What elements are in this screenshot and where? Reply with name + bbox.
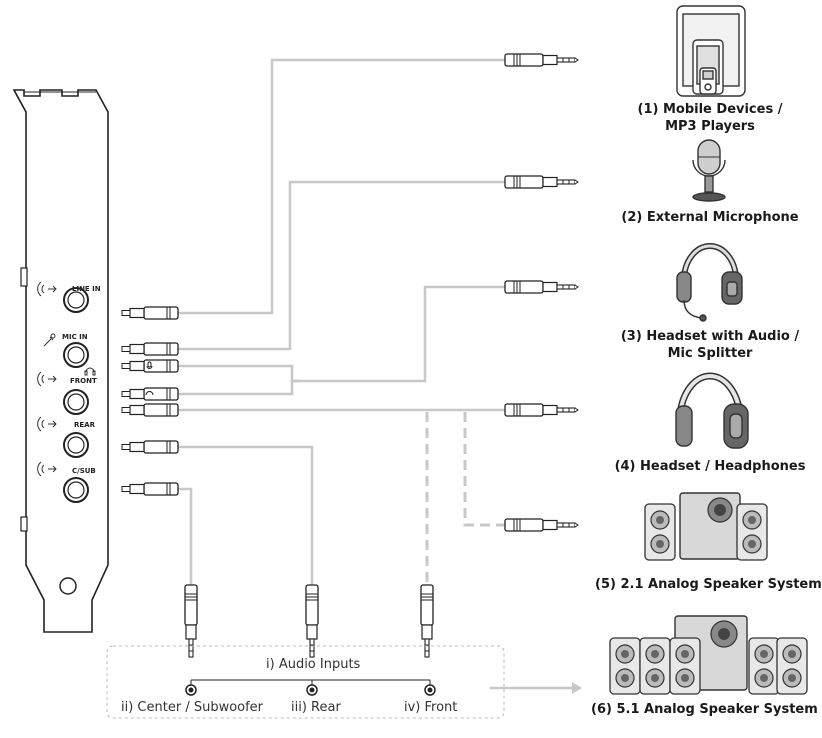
audio-inputs-title: i) Audio Inputs bbox=[266, 657, 361, 672]
device-label-microphone: (2) External Microphone bbox=[621, 210, 799, 225]
arrow-head bbox=[572, 682, 582, 694]
microphone-icon bbox=[692, 139, 726, 202]
port-label-line-in: LINE IN bbox=[72, 285, 101, 293]
speaker-5-1-icon bbox=[609, 615, 808, 695]
device-plugs bbox=[504, 53, 579, 532]
port-label-mic-in: MIC IN bbox=[62, 333, 88, 341]
rear-port-icon bbox=[37, 416, 57, 432]
connection-lines bbox=[178, 58, 572, 690]
device-label-speaker-5-1: (6) 5.1 Analog Speaker System bbox=[591, 702, 818, 717]
input-jacks bbox=[185, 684, 436, 696]
speaker-2-1-icon bbox=[644, 492, 768, 561]
input-label-rear: iii) Rear bbox=[291, 700, 341, 715]
headphones-icon bbox=[675, 372, 749, 449]
mic-port-icon bbox=[43, 333, 56, 347]
audio-inputs-box bbox=[106, 645, 505, 719]
device-label-mobile: (1) Mobile Devices /MP3 Players bbox=[637, 102, 783, 134]
sound-card-bracket bbox=[12, 89, 109, 633]
line-in-port-icon bbox=[37, 281, 57, 297]
front-port-icon bbox=[37, 371, 57, 387]
device-label-headset: (3) Headset with Audio /Mic Splitter bbox=[620, 329, 800, 361]
dashed-lines bbox=[425, 412, 505, 585]
port-label-csub: C/SUB bbox=[72, 467, 96, 475]
device-label-headphones: (4) Headset / Headphones bbox=[614, 459, 806, 474]
headset-icon bbox=[676, 243, 743, 322]
csub-port-icon bbox=[37, 461, 57, 477]
splitter-mic-icon bbox=[146, 361, 153, 369]
headphone-port-icon bbox=[84, 367, 96, 376]
card-plugs bbox=[121, 306, 179, 496]
device-label-speaker-2-1: (5) 2.1 Analog Speaker System bbox=[595, 577, 822, 592]
mobile-devices-icon bbox=[676, 5, 746, 97]
port-label-rear: REAR bbox=[74, 421, 95, 429]
input-label-center-subwoofer: ii) Center / Subwoofer bbox=[121, 700, 264, 715]
splitter-headphone-icon bbox=[145, 391, 154, 396]
input-label-front: iv) Front bbox=[404, 700, 458, 715]
port-label-front: FRONT bbox=[70, 377, 97, 385]
